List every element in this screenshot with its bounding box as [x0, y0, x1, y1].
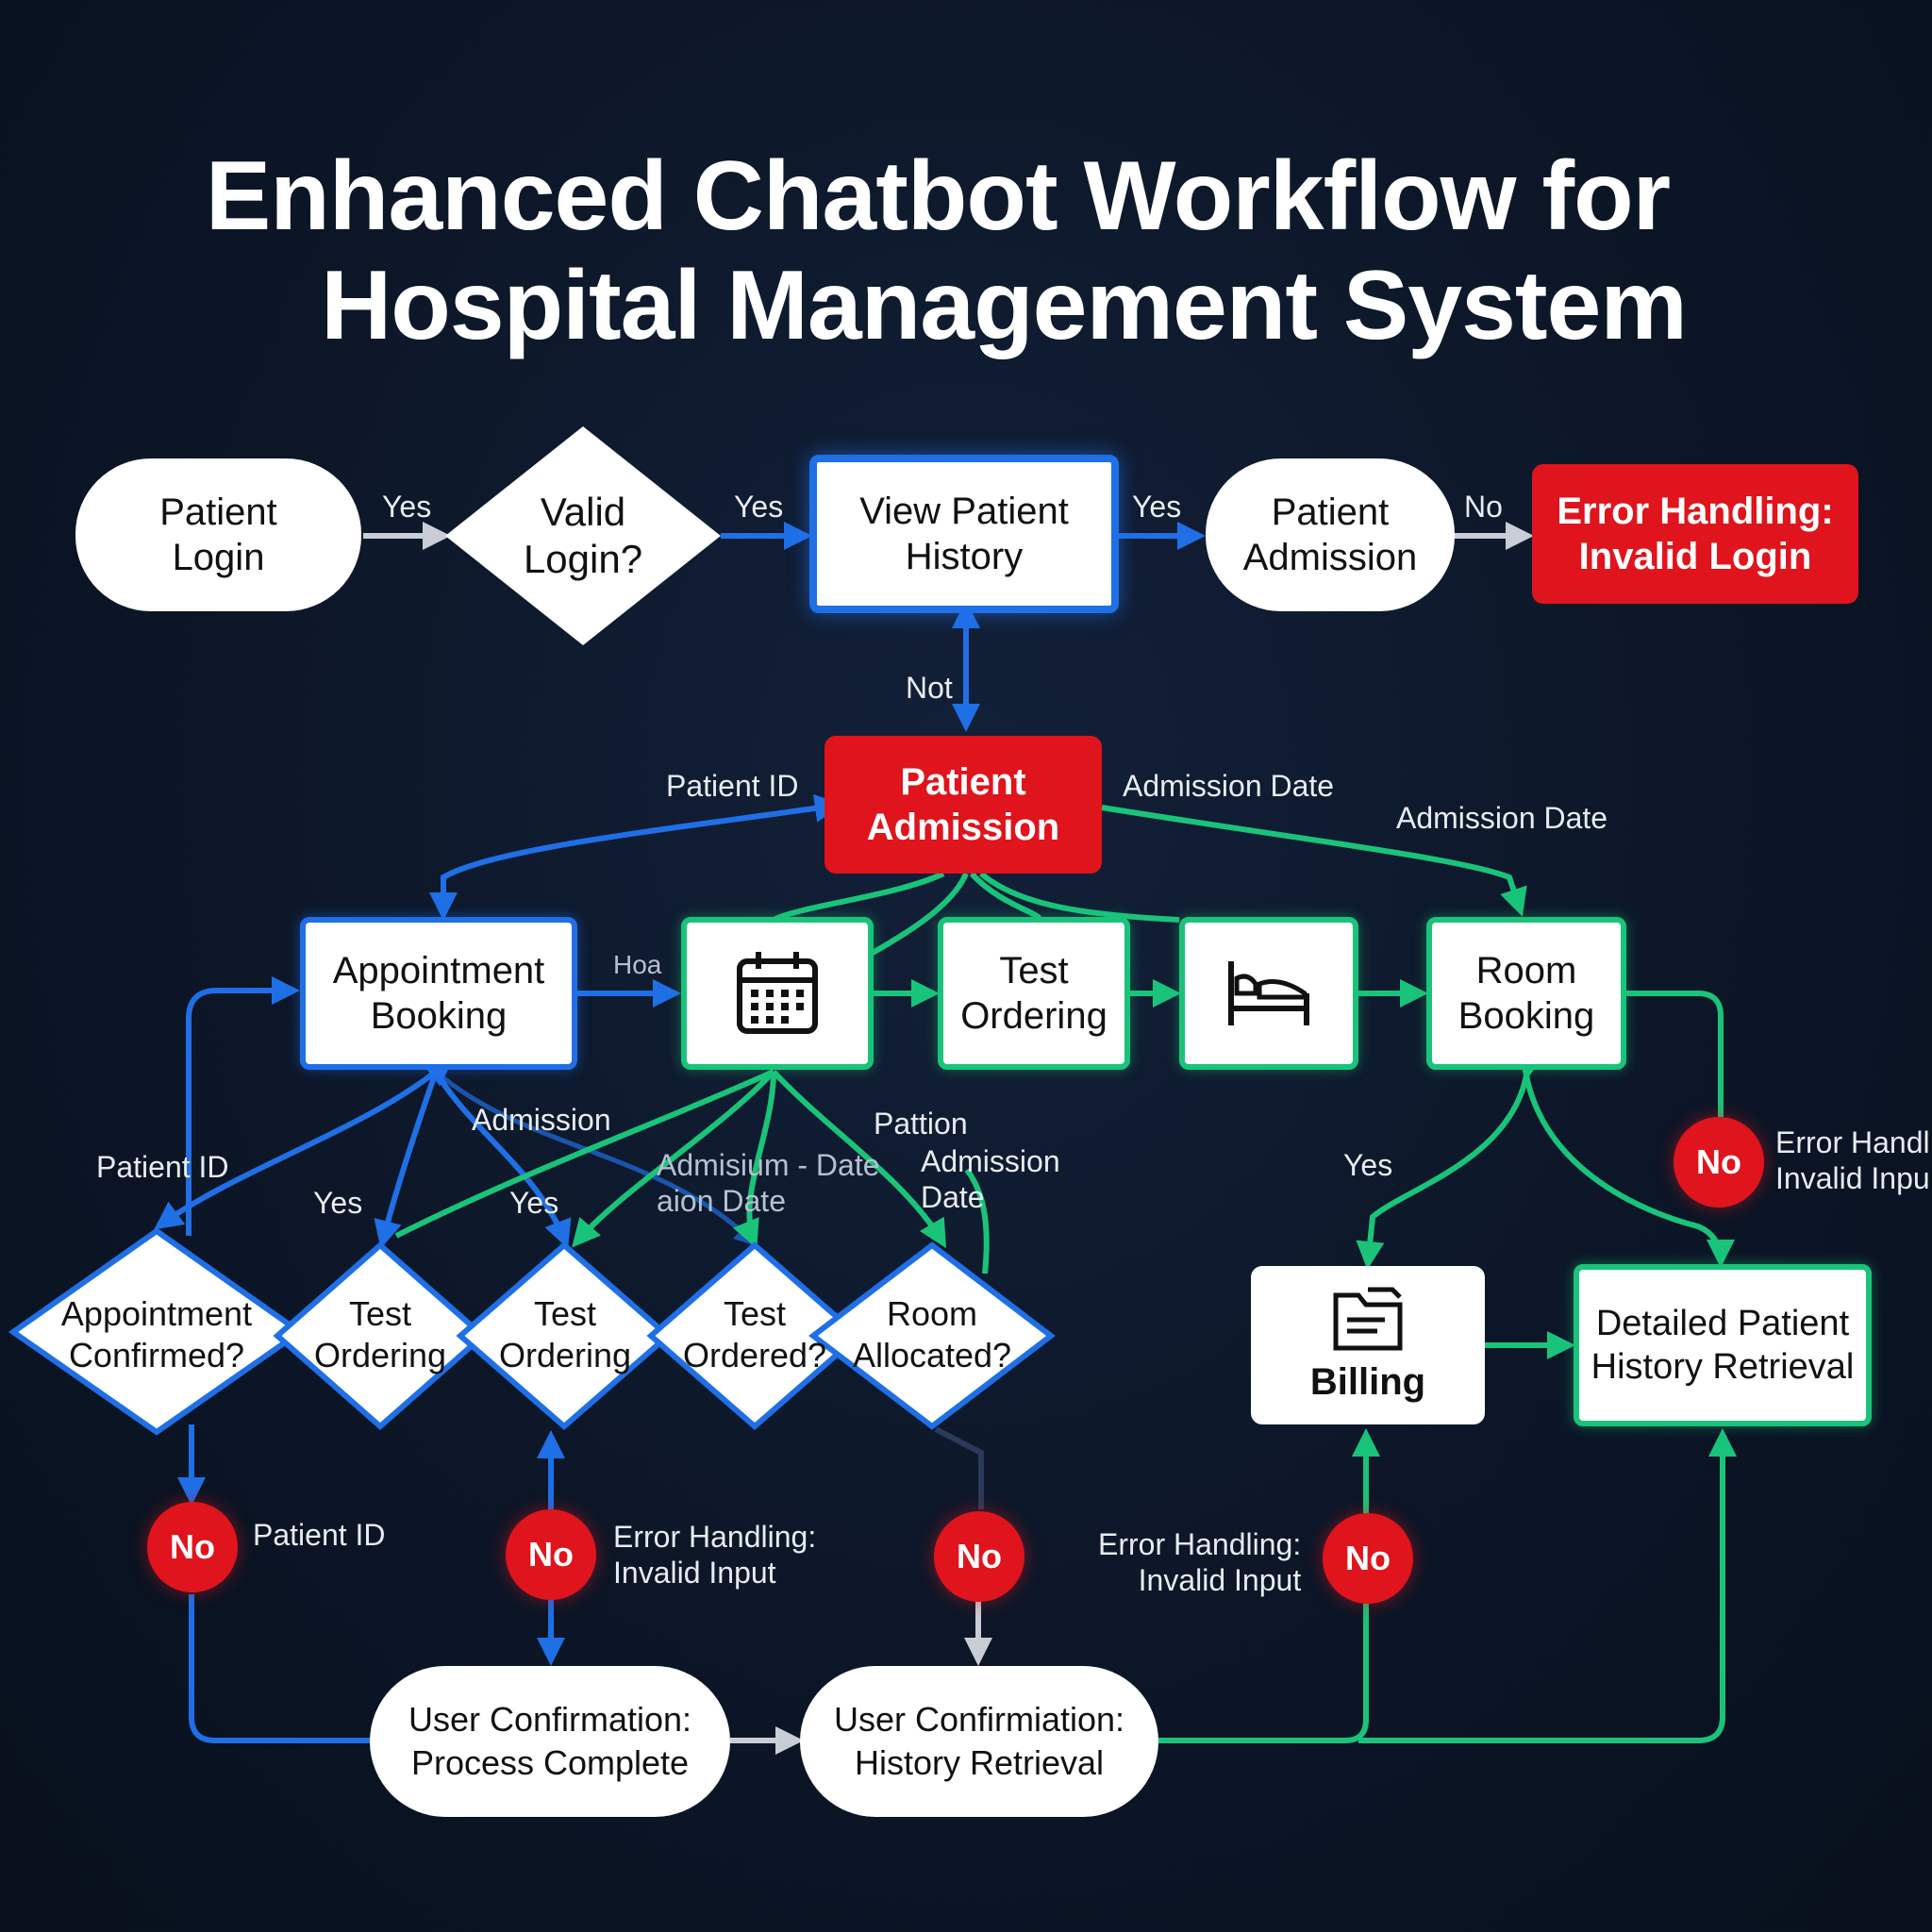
- label-not: Not: [906, 671, 953, 705]
- label-yes-4: Yes: [313, 1186, 363, 1220]
- label-error-input-1: Error Handling: Invalid Input: [613, 1520, 817, 1590]
- badge-no-2: No: [506, 1509, 596, 1600]
- edge-cal-to-d2: [572, 1069, 776, 1248]
- node-patient-admission-center: Patient Admission: [824, 736, 1102, 874]
- edge-appt-to-d2: [433, 1070, 572, 1249]
- label-admission-date-4: Admission Date: [921, 1144, 1060, 1214]
- diamond-appointment-confirmed: [8, 1227, 306, 1436]
- edge-to-appointment: [429, 793, 843, 921]
- edge-d4-to-no3: [934, 1426, 984, 1509]
- node-room-booking: Room Booking: [1426, 917, 1626, 1070]
- node-billing: Billing: [1251, 1266, 1485, 1424]
- label-admission-date-1: Admission Date: [1123, 769, 1335, 803]
- page-title-line2: Hospital Management System: [321, 251, 1688, 360]
- diamond-test-ordering-1: [273, 1241, 488, 1430]
- label-patient-id-3: Patient ID: [253, 1518, 386, 1552]
- badge-no-4: No: [1323, 1513, 1413, 1604]
- edge-appt-to-d1: [374, 1071, 439, 1249]
- label-admission-date-2: Admission Date: [1396, 801, 1608, 835]
- node-bed-box: [1179, 917, 1358, 1070]
- node-patient-admission-top: Patient Admission: [1206, 458, 1455, 611]
- diamond-test-ordering-2: [456, 1241, 673, 1430]
- edge-cal-to-d1: [394, 1069, 775, 1239]
- label-admission-date-3: Admisium - Date aion Date: [657, 1148, 880, 1218]
- edge-appt-to-d3: [434, 1070, 758, 1247]
- node-appointment-confirmed: Appointment Confirmed?: [60, 1294, 253, 1374]
- edge-to-room-booking: [1101, 805, 1527, 917]
- node-calendar-box: [681, 917, 874, 1070]
- diamond-room-allocated: [808, 1241, 1056, 1430]
- label-patrion: Pattion: [874, 1107, 968, 1141]
- label-yes-2: Yes: [734, 490, 784, 524]
- label-yes-3: Yes: [1132, 490, 1182, 524]
- node-error-invalid-login: Error Handling: Invalid Login: [1532, 464, 1858, 604]
- node-valid-login-label: Valid Login?: [523, 490, 643, 581]
- edge-bottom-to-detailed: [1358, 1428, 1737, 1743]
- node-confirm-process-complete: User Confirmation: Process Complete: [370, 1666, 730, 1817]
- node-confirm-history-retrieval: User Confirmiation: History Retrieval: [800, 1666, 1158, 1817]
- label-patient-id-1: Patient ID: [666, 769, 799, 803]
- label-yes-6: Yes: [1343, 1148, 1393, 1182]
- calendar-icon: [737, 952, 818, 1034]
- node-room-allocated: Room Allocated?: [852, 1294, 1012, 1374]
- node-detailed-history: Detailed Patient History Retrieval: [1574, 1264, 1872, 1426]
- label-yes-5: Yes: [509, 1186, 559, 1220]
- label-yes-1: Yes: [382, 490, 432, 524]
- node-test-ordered: Test Ordered?: [682, 1294, 827, 1374]
- label-no-top: No: [1464, 490, 1503, 524]
- edge-center-to-test: [871, 872, 969, 956]
- label-error-input-right: Error Handl Invalid Inpu: [1775, 1125, 1930, 1195]
- label-hoa: Hoa: [613, 950, 662, 979]
- node-test-ordering-box: Test Ordering: [938, 917, 1130, 1070]
- node-patient-login: Patient Login: [75, 458, 361, 611]
- edge-cal-to-d3: [732, 1071, 776, 1249]
- node-appointment-booking: Appointment Booking: [300, 917, 577, 1070]
- node-view-patient-history: View Patient History: [809, 455, 1119, 613]
- diamond-test-ordered: [646, 1241, 863, 1430]
- edge-history-to-right: [1157, 1428, 1380, 1743]
- edge-room-to-billing: [1356, 1050, 1545, 1270]
- node-test-ordering-d1: Test Ordering: [313, 1294, 447, 1374]
- edge-center-to-bed: [979, 871, 1180, 923]
- badge-no-3: No: [934, 1511, 1024, 1602]
- diamond-valid-login: [445, 426, 721, 645]
- badge-no-1: No: [147, 1502, 238, 1592]
- node-test-ordering-d2: Test Ordering: [498, 1294, 632, 1374]
- edge-center-to-calendar: [772, 871, 945, 923]
- edge-cal-to-d4: [771, 1069, 947, 1249]
- edge-d4-up: [964, 1168, 990, 1274]
- badge-no-5: No: [1674, 1117, 1764, 1208]
- bed-icon: [1228, 961, 1309, 1025]
- label-admission: Admission: [472, 1103, 611, 1137]
- label-patient-id-2: Patient ID: [96, 1150, 229, 1184]
- label-error-input-2: Error Handling: Invalid Input: [1098, 1527, 1302, 1597]
- page-title-line1: Enhanced Chatbot Workflow for: [205, 142, 1671, 251]
- folder-document-icon: [1333, 1287, 1403, 1351]
- billing-label: Billing: [1309, 1361, 1426, 1403]
- edge-left-loop: [186, 976, 300, 1236]
- edge-d0-to-process: [189, 1594, 374, 1743]
- edge-room-right: [1624, 991, 1724, 1117]
- edge-appt-to-d0: [154, 1058, 454, 1230]
- edge-room-to-detailed: [1524, 1074, 1735, 1268]
